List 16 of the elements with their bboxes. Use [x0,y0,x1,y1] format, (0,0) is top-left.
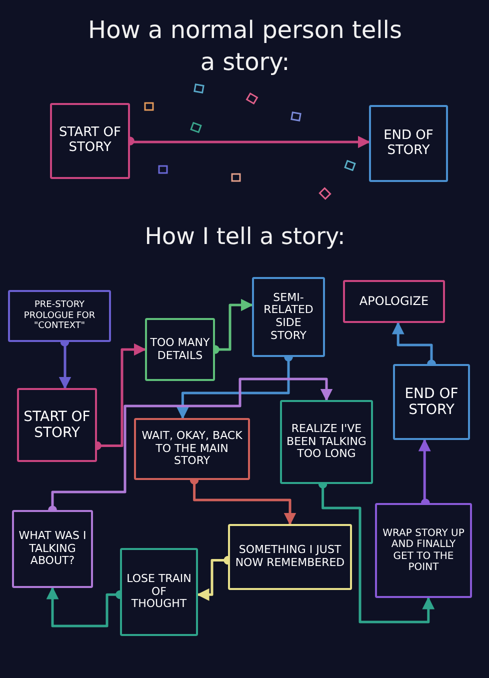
process-box: WRAP STORY UP AND FINALLY GET TO THE POINT [375,503,472,598]
title: How a normal person tells a story: [87,15,403,78]
process-box: START OF STORY [17,388,97,462]
process-box: END OF STORY [369,105,448,182]
process-box: END OF STORY [393,364,470,440]
process-box: WAIT, OKAY, BACK TO THE MAIN STORY [134,418,250,480]
process-box: APOLOGIZE [343,280,445,323]
section-heading: How I tell a story: [144,223,346,252]
process-box: LOSE TRAIN OF THOUGHT [120,548,198,636]
process-box: PRE-STORY PROLOGUE FOR "CONTEXT" [8,290,111,342]
process-box: SEMI-RELATED SIDE STORY [252,277,325,357]
process-box: WHAT WAS I TALKING ABOUT? [12,510,93,588]
process-box: TOO MANY DETAILS [145,318,215,381]
process-box: SOMETHING I JUST NOW REMEMBERED [228,524,352,590]
process-box: REALIZE I'VE BEEN TALKING TOO LONG [280,400,373,484]
process-box: START OF STORY [50,103,130,179]
